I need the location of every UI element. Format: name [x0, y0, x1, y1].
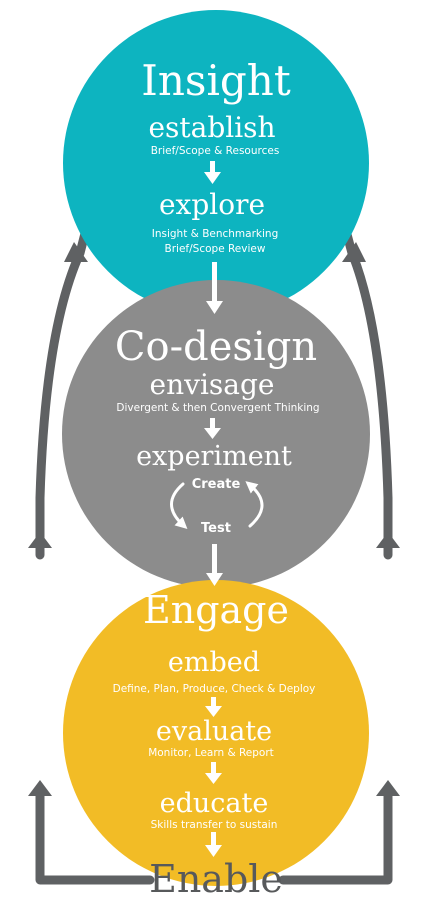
engage-step-educate: educate — [160, 788, 269, 819]
engage-note-educate: Skills transfer to sustain — [151, 819, 278, 831]
insight-step-establish: establish — [148, 111, 275, 144]
engage-step-embed: embed — [168, 647, 260, 678]
insight-note-explore-2: Brief/Scope Review — [165, 243, 266, 255]
insight-note-explore-1: Insight & Benchmarking — [152, 228, 278, 240]
codesign-title: Co-design — [115, 324, 317, 370]
left-top-arrow — [64, 242, 88, 262]
insight-title: Insight — [141, 56, 291, 105]
arrow-embed-to-evaluate — [205, 697, 222, 717]
arrow-evaluate-to-educate — [205, 762, 222, 784]
codesign-step-envisage: envisage — [150, 368, 275, 401]
arrow-insight-to-codesign — [206, 262, 223, 314]
cycle-label-create: Create — [192, 477, 241, 492]
engage-note-embed: Define, Plan, Produce, Check & Deploy — [113, 683, 316, 695]
codesign-step-experiment: experiment — [136, 441, 292, 472]
engage-step-evaluate: evaluate — [156, 716, 272, 747]
arrow-establish-to-explore — [204, 161, 221, 184]
arrow-educate-to-enable — [205, 832, 222, 857]
insight-note-establish: Brief/Scope & Resources — [151, 145, 280, 157]
loop-arrows — [28, 242, 400, 796]
left-lower-arrow — [28, 780, 52, 796]
arrow-envisage-to-experiment — [204, 418, 221, 439]
create-test-cycle — [170, 481, 264, 530]
right-lower-arrow — [376, 780, 400, 796]
cycle-right-arc — [245, 481, 264, 528]
right-top-arrow — [342, 242, 366, 262]
engage-title: Engage — [143, 588, 289, 632]
cycle-left-arc — [170, 482, 188, 530]
right-upper-arrow — [376, 532, 400, 548]
flow-arrows — [204, 161, 223, 857]
codesign-note-envisage: Divergent & then Convergent Thinking — [116, 402, 319, 414]
left-upper-arrow — [28, 532, 52, 548]
engage-note-evaluate: Monitor, Learn & Report — [148, 747, 274, 759]
enable-title: Enable — [149, 857, 283, 899]
engage-circle — [63, 580, 369, 886]
insight-step-explore: explore — [159, 188, 265, 221]
arrow-codesign-to-engage — [206, 544, 223, 586]
cycle-label-test: Test — [201, 521, 231, 536]
insight-circle — [63, 10, 369, 316]
